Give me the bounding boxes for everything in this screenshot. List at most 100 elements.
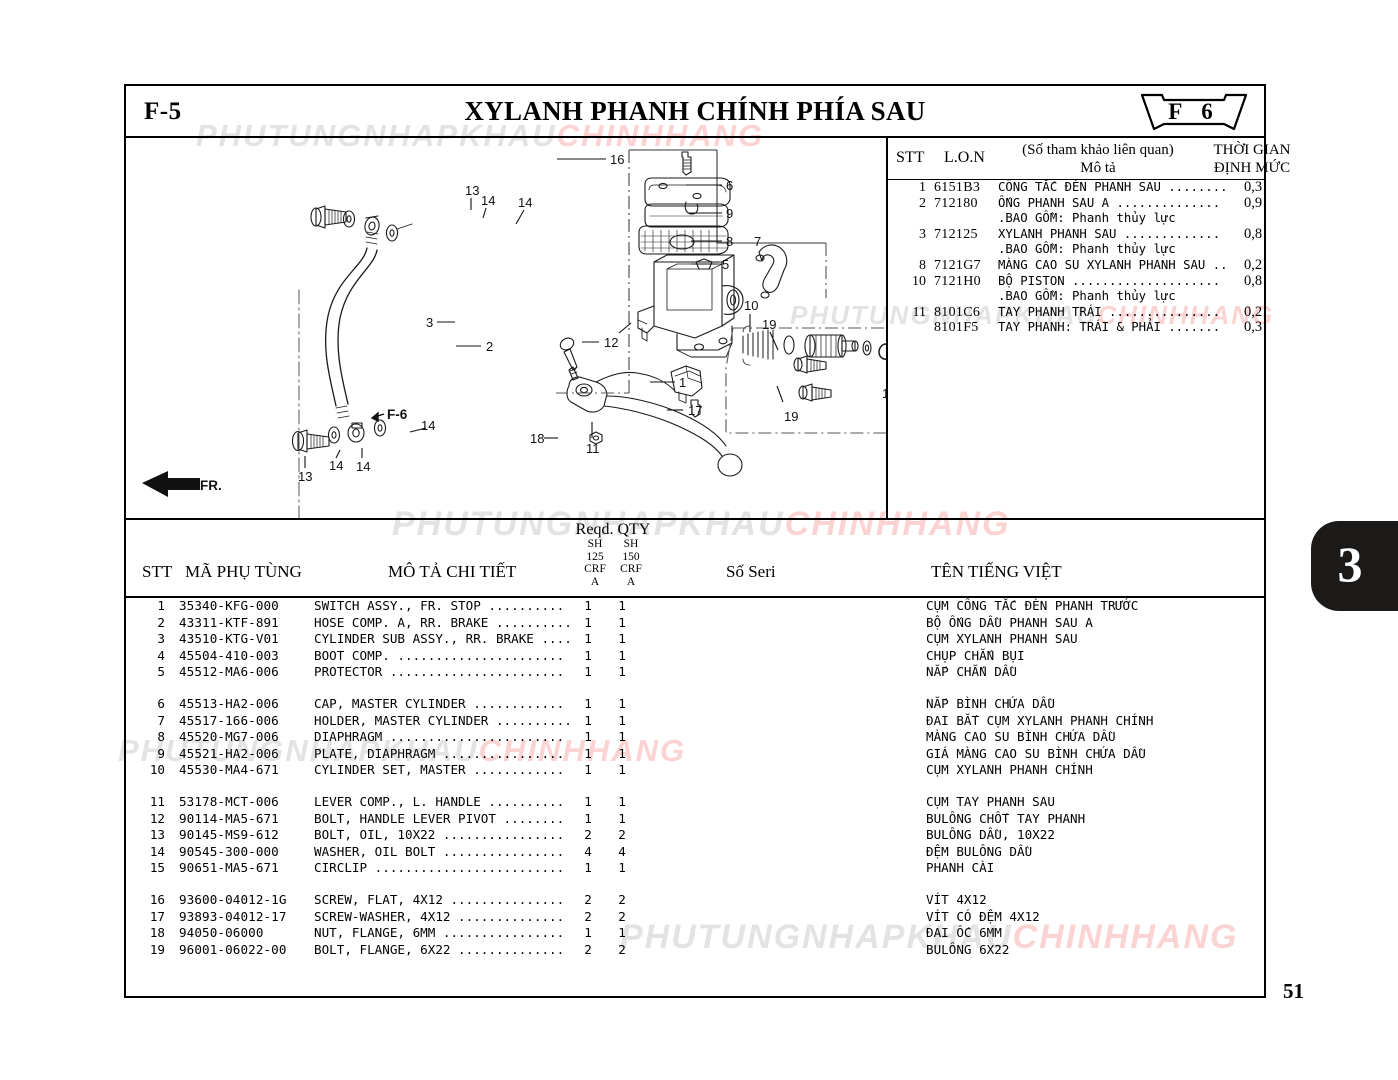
cell-vietnamese-name: BULÔNG CHỐT TAY PHANH (926, 810, 1086, 826)
cell-qty-sh150: 1 (618, 664, 626, 680)
cell-part-code: 45513-HA2-006 (179, 695, 279, 711)
cell-description: HOSE COMP. A, RR. BRAKE .......... (314, 614, 572, 630)
cell-part-code: 45517-166-006 (179, 712, 279, 728)
ref-cell-stt: 2 (919, 195, 926, 211)
cell-stt: 19 (149, 941, 165, 957)
cell-description: BOLT, OIL, 10X22 ................ (314, 827, 565, 843)
cell-vietnamese-name: ĐAI ỐC 6MM (926, 925, 1002, 941)
cell-stt: 16 (149, 891, 165, 907)
cell-description: CYLINDER SUB ASSY., RR. BRAKE .... (314, 631, 572, 647)
ref-cell-description: TAY PHANH: TRÁI & PHẢI ....... (998, 320, 1221, 335)
cell-vietnamese-name: ĐỆM BULÔNG DẦU (926, 843, 1033, 859)
cell-vietnamese-name: PHANH CÀI (926, 860, 995, 876)
cell-stt: 7 (157, 712, 165, 728)
cell-description: CIRCLIP ......................... (314, 860, 565, 876)
cell-qty-sh150: 1 (618, 729, 626, 745)
qty-col2-line-1: 150 (622, 550, 640, 563)
cell-vietnamese-name: BULÔNG 6X22 (926, 941, 1010, 957)
chapter-tab[interactable]: 3 (1311, 521, 1398, 611)
cell-qty-sh150: 1 (618, 631, 626, 647)
cell-qty-sh150: 1 (618, 695, 626, 711)
table-row[interactable]: 7 45517-166-006 HOLDER, MASTER CYLINDER ..… (126, 713, 1264, 730)
cell-description: HOLDER, MASTER CYLINDER .......... (314, 712, 572, 728)
cell-description: PLATE, DIAPHRAGM ................ (314, 745, 565, 761)
cell-stt: 8 (157, 729, 165, 745)
ref-cell-time: 0,2 (1243, 256, 1263, 273)
cell-qty-sh150: 2 (618, 908, 626, 924)
cell-vietnamese-name: CỤM TAY PHANH SAU (926, 793, 1055, 809)
reference-table-row: .BAO GỒM: Phanh thủy lực (888, 289, 1264, 305)
qty-col1-line-1: 125 (586, 550, 604, 563)
title-bar: F-5 XYLANH PHANH CHÍNH PHÍA SAU F 6 (126, 86, 1264, 138)
diagram-link-f6: F-6 (387, 407, 408, 422)
cell-stt: 18 (149, 925, 165, 941)
reference-table-row: .BAO GỒM: Phanh thủy lực (888, 211, 1264, 227)
ref-cell-description: .BAO GỒM: Phanh thủy lực (998, 242, 1176, 257)
diagram-svg: 13 14 14 2 3 16 6 9 8 5 7 19 19 1 17 12 (142, 149, 888, 518)
reference-table-header: STT L.O.N (Số tham khảo liên quan) Mô tả… (888, 138, 1291, 180)
qty-title: Reqd. QTY (575, 521, 651, 538)
ref-header-time: THỜI GIAN ĐỊNH MỨC (1199, 141, 1305, 177)
cell-vietnamese-name: VÍT 4X12 (926, 891, 987, 907)
cell-vietnamese-name: NẮP BÌNH CHỨA DẦU (926, 695, 1055, 711)
cell-vietnamese-name: CHỤP CHẮN BỤI (926, 647, 1025, 663)
callout-19b: 19 (784, 409, 798, 424)
cell-qty-sh125: 1 (584, 712, 592, 728)
cell-part-code: 90651-MA5-671 (179, 860, 279, 876)
callout-15: 15 (882, 386, 888, 401)
cell-qty-sh150: 4 (618, 843, 626, 859)
callout-14: 14 (481, 193, 495, 208)
callout-2: 2 (486, 339, 493, 354)
exploded-parts-diagram: 13 14 14 2 3 16 6 9 8 5 7 19 19 1 17 12 (126, 138, 888, 518)
cell-description: SWITCH ASSY., FR. STOP .......... (314, 598, 565, 613)
callout-10: 10 (744, 298, 758, 313)
cell-qty-sh125: 2 (584, 827, 592, 843)
col-header-vietnamese: TÊN TIẾNG VIỆT (931, 562, 1062, 581)
callout-14e: 14 (356, 459, 370, 474)
page-title: XYLANH PHANH CHÍNH PHÍA SAU (464, 96, 926, 126)
cell-vietnamese-name: VÍT CÓ ĐỆM 4X12 (926, 908, 1040, 924)
cell-vietnamese-name: ĐAI BẮT CỤM XYLANH PHANH CHÍNH (926, 712, 1154, 728)
next-section-badge[interactable]: F 6 (1138, 91, 1250, 133)
ref-cell-stt: 8 (919, 257, 926, 273)
cell-stt: 11 (149, 793, 165, 809)
qty-col1-line-2: CRF (584, 563, 606, 576)
callout-14b: 14 (518, 195, 532, 210)
front-direction-arrow-label: FR. (200, 478, 222, 493)
ref-cell-description: .BAO GỒM: Phanh thủy lực (998, 289, 1176, 304)
callout-7: 7 (754, 234, 761, 249)
ref-cell-lon: 8101F5 (934, 320, 979, 336)
ref-cell-time: 0,2 (1243, 303, 1263, 320)
col-header-description: MÔ TẢ CHI TIẾT (388, 562, 517, 581)
cell-qty-sh125: 1 (584, 925, 592, 941)
cell-qty-sh125: 1 (584, 745, 592, 761)
cell-vietnamese-name: BULÔNG DẦU, 10X22 (926, 827, 1055, 843)
cell-qty-sh125: 1 (584, 860, 592, 876)
cell-description: CYLINDER SET, MASTER ............ (314, 762, 565, 778)
ref-cell-time: 0,3 (1243, 179, 1263, 195)
cell-qty-sh125: 1 (584, 598, 592, 613)
ref-cell-lon: 712180 (934, 195, 978, 211)
